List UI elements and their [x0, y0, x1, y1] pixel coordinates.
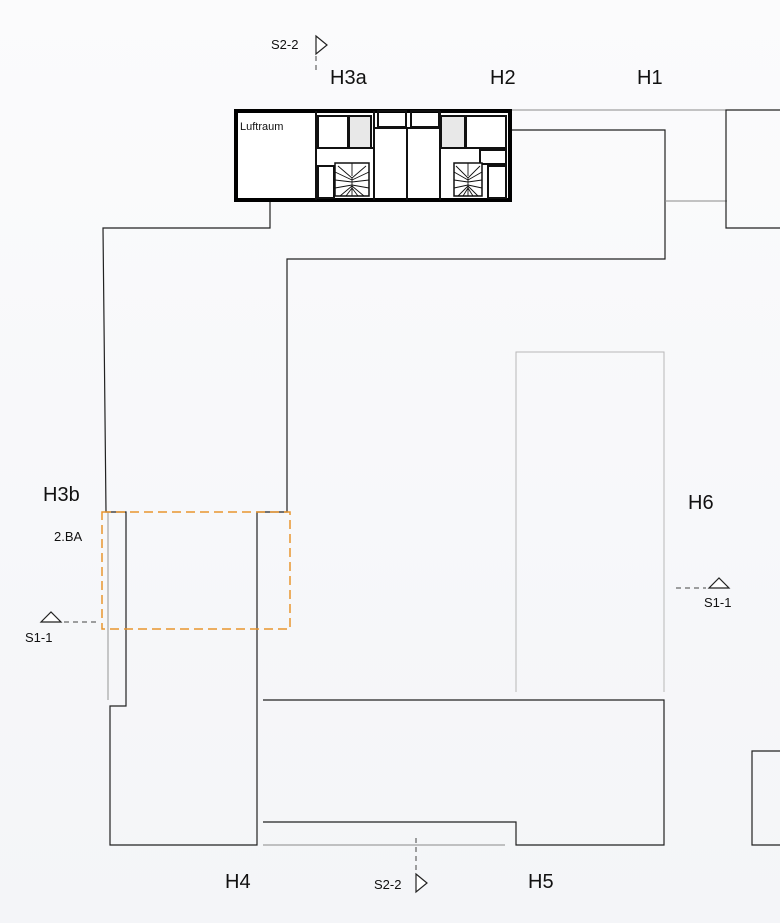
section-label-s2-bottom: S2-2 — [374, 877, 401, 892]
wing-right-bottom-outline — [751, 750, 780, 846]
section-label-s1-right: S1-1 — [704, 595, 731, 610]
wing-h1-outline — [725, 109, 780, 229]
wing-label-h1: H1 — [637, 67, 663, 89]
section-triangle-icon — [315, 34, 328, 56]
wing-h3b-outline — [102, 129, 666, 846]
section-marker-s1-left: S1-1 — [25, 611, 96, 645]
wing-label-h3b: H3b — [43, 484, 80, 506]
wing-label-h6: H6 — [688, 492, 714, 514]
phase-2ba-label: 2.BA — [54, 529, 83, 544]
phase-2ba-outline — [101, 511, 291, 630]
section-marker-s2-bottom: S2-2 — [374, 838, 428, 894]
wing-label-h5: H5 — [528, 871, 554, 893]
core-block: Luftraum — [234, 109, 512, 202]
section-triangle-icon — [39, 611, 63, 623]
staircase-icon — [334, 162, 370, 197]
staircase-icon — [453, 162, 483, 197]
section-triangle-icon — [707, 577, 731, 589]
section-label-s1-left: S1-1 — [25, 630, 52, 645]
wing-h6-outline — [515, 351, 665, 692]
section-marker-s1-right: S1-1 — [676, 577, 731, 610]
wing-label-h4: H4 — [225, 871, 251, 893]
luftraum-label: Luftraum — [240, 121, 283, 133]
wing-label-h3a: H3a — [330, 67, 368, 89]
section-label-s2-top: S2-2 — [271, 37, 298, 52]
wing-label-h2: H2 — [490, 67, 516, 89]
section-triangle-icon — [415, 872, 428, 894]
wing-h5-outline — [263, 699, 665, 846]
section-marker-s2-top: S2-2 — [271, 34, 328, 72]
